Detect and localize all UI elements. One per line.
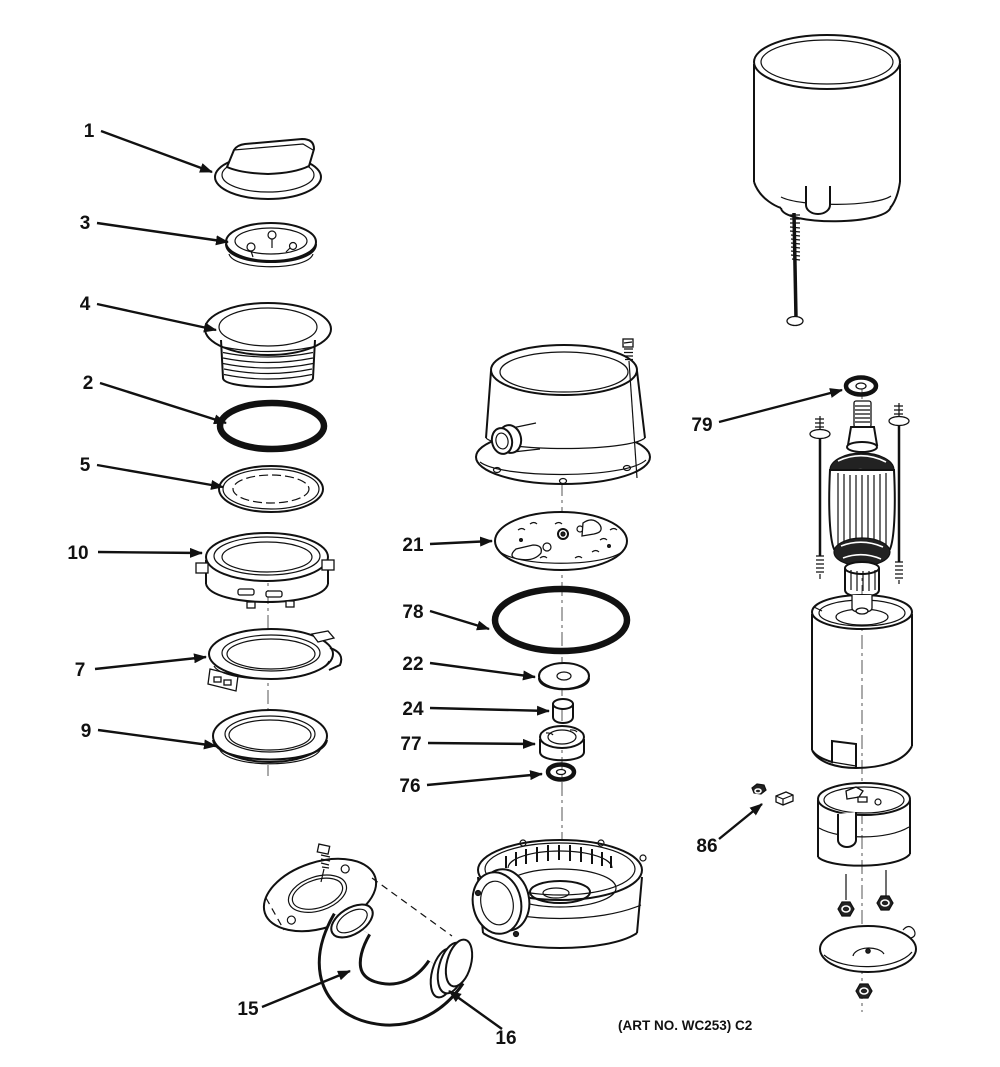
callout-21: 21 xyxy=(402,535,493,556)
gasket-screw xyxy=(316,843,331,883)
callout-9: 9 xyxy=(81,721,217,750)
part-through-bolt-right xyxy=(888,403,910,584)
art-number-note: (ART NO. WC253) C2 xyxy=(618,1018,752,1033)
callout-label-21: 21 xyxy=(402,535,424,556)
callout-77: 77 xyxy=(400,734,536,755)
callout-7: 7 xyxy=(75,653,207,681)
part-hardware-86 xyxy=(751,783,794,806)
callout-16: 16 xyxy=(448,990,517,1049)
callout-label-24: 24 xyxy=(402,699,424,720)
part-splash-guard xyxy=(225,222,317,268)
callout-label-78: 78 xyxy=(402,602,423,623)
callout-label-10: 10 xyxy=(67,543,88,564)
part-support-ring xyxy=(207,628,343,692)
part-upper-housing xyxy=(475,338,651,485)
part-thrust-washer xyxy=(538,662,590,691)
callout-78: 78 xyxy=(402,602,490,631)
callout-5: 5 xyxy=(80,455,224,490)
callout-24: 24 xyxy=(402,699,550,720)
part-sink-flange xyxy=(204,302,332,388)
callout-label-77: 77 xyxy=(400,734,421,755)
callout-4: 4 xyxy=(80,294,217,333)
callout-2: 2 xyxy=(83,373,227,425)
part-shredder-plate xyxy=(494,511,628,571)
part-mounting-ring xyxy=(195,532,335,609)
callouts: 1 3 4 2 5 10 7 9 xyxy=(67,121,843,1049)
part-bottom-cover xyxy=(819,925,917,973)
part-lower-housing xyxy=(471,839,647,949)
callout-label-1: 1 xyxy=(84,121,95,142)
discharge-port xyxy=(490,422,541,455)
part-nuts xyxy=(837,895,894,917)
part-rubber-gasket xyxy=(216,399,328,453)
callout-label-7: 7 xyxy=(75,660,86,681)
part-bearing xyxy=(539,725,585,762)
part-through-bolt-left xyxy=(809,416,831,579)
part-sink-stopper xyxy=(214,137,322,200)
callout-76: 76 xyxy=(399,770,543,797)
part-end-bell xyxy=(817,782,911,900)
part-fiber-gasket xyxy=(218,465,324,513)
callout-label-76: 76 xyxy=(399,776,420,797)
part-spacer xyxy=(552,698,574,724)
part-o-ring xyxy=(491,585,631,655)
housing-outlet xyxy=(471,868,531,938)
callout-label-79: 79 xyxy=(691,415,712,436)
callout-22: 22 xyxy=(402,654,536,681)
callout-label-22: 22 xyxy=(402,654,423,675)
callout-label-86: 86 xyxy=(696,836,717,857)
callout-3: 3 xyxy=(80,213,229,246)
callout-label-16: 16 xyxy=(495,1028,516,1049)
shell-bolt xyxy=(786,212,804,327)
part-lower-gasket xyxy=(212,709,328,765)
part-armature xyxy=(828,400,896,615)
callout-79: 79 xyxy=(691,388,843,436)
callout-label-9: 9 xyxy=(81,721,92,742)
callout-label-3: 3 xyxy=(80,213,91,234)
part-sound-shell xyxy=(753,34,901,327)
callout-15: 15 xyxy=(237,969,351,1020)
callout-86: 86 xyxy=(696,803,763,857)
callout-1: 1 xyxy=(84,121,213,174)
callout-label-2: 2 xyxy=(83,373,94,394)
part-seal-washer xyxy=(545,762,577,782)
part-bottom-nut xyxy=(855,983,873,999)
callout-label-4: 4 xyxy=(80,294,91,315)
callout-label-5: 5 xyxy=(80,455,91,476)
part-drain-elbow xyxy=(317,903,474,1027)
callout-label-15: 15 xyxy=(237,999,259,1020)
housing-screw xyxy=(622,338,638,479)
callout-10: 10 xyxy=(67,543,203,564)
part-upper-washer xyxy=(843,375,879,397)
